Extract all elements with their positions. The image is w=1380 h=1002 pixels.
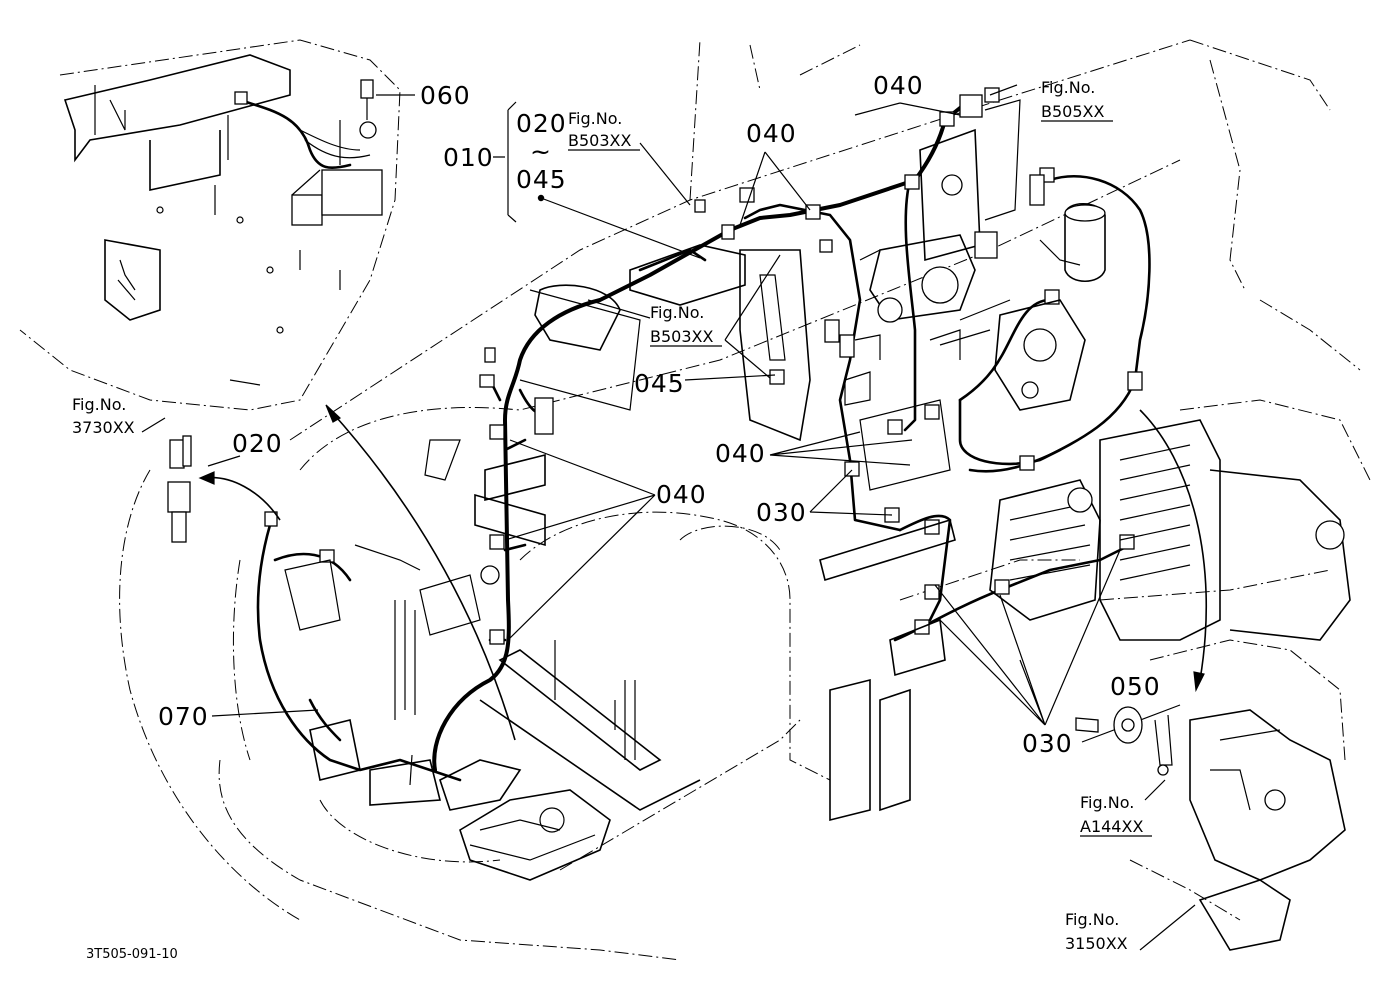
fig-ref-code-1: B503XX — [568, 131, 631, 150]
fig-ref-title-3: Fig.No. — [1041, 78, 1095, 97]
relay-block-060 — [234, 79, 383, 226]
fig-ref-title-1: Fig.No. — [568, 109, 622, 128]
label-060: 060 — [420, 81, 471, 110]
clamp-050 — [1075, 704, 1181, 776]
engine-components — [519, 99, 1106, 411]
phantom-outlines — [19, 39, 1371, 961]
label-040-middle: 040 — [715, 439, 766, 468]
harness-clamps — [167, 87, 1143, 645]
label-040-left: 040 — [656, 480, 707, 509]
label-045: 045 — [634, 369, 685, 398]
label-range-start-020: 020 — [516, 109, 567, 138]
label-020: 020 — [232, 429, 283, 458]
label-050: 050 — [1110, 672, 1161, 701]
fig-ref-title-6: Fig.No. — [1065, 910, 1119, 929]
transmission-assembly — [989, 419, 1351, 951]
front-lower-assembly — [284, 439, 611, 881]
fig-ref-title-5: Fig.No. — [1080, 793, 1134, 812]
label-range-tilde: ~ — [530, 137, 552, 166]
label-030-center: 030 — [756, 498, 807, 527]
center-frame — [474, 249, 956, 822]
label-040-top: 040 — [746, 119, 797, 148]
figure-reference-labels: Fig.No. B503XX Fig.No. B503XX Fig.No. B5… — [72, 78, 1152, 953]
label-070: 070 — [158, 702, 209, 731]
label-010: 010 — [443, 143, 494, 172]
leader-lines — [141, 84, 1196, 951]
fig-ref-code-3: B505XX — [1041, 102, 1104, 121]
fig-ref-code-6: 3150XX — [1065, 934, 1128, 953]
label-range-end-045: 045 — [516, 165, 567, 194]
fig-ref-title-2: Fig.No. — [650, 303, 704, 322]
part-number-labels: 060 010 020 ~ 045 040 040 045 040 040 03… — [158, 71, 1161, 758]
label-030-right: 030 — [1022, 729, 1073, 758]
drawing-number: 3T505-091-10 — [86, 947, 178, 962]
fig-ref-code-4: 3730XX — [72, 418, 135, 437]
label-040-top-right: 040 — [873, 71, 924, 100]
fig-ref-code-2: B503XX — [650, 327, 713, 346]
upper-left-bracket — [63, 54, 341, 386]
fig-ref-title-4: Fig.No. — [72, 395, 126, 414]
assembly-arrows — [198, 404, 1208, 741]
fig-ref-code-5: A144XX — [1080, 817, 1143, 836]
